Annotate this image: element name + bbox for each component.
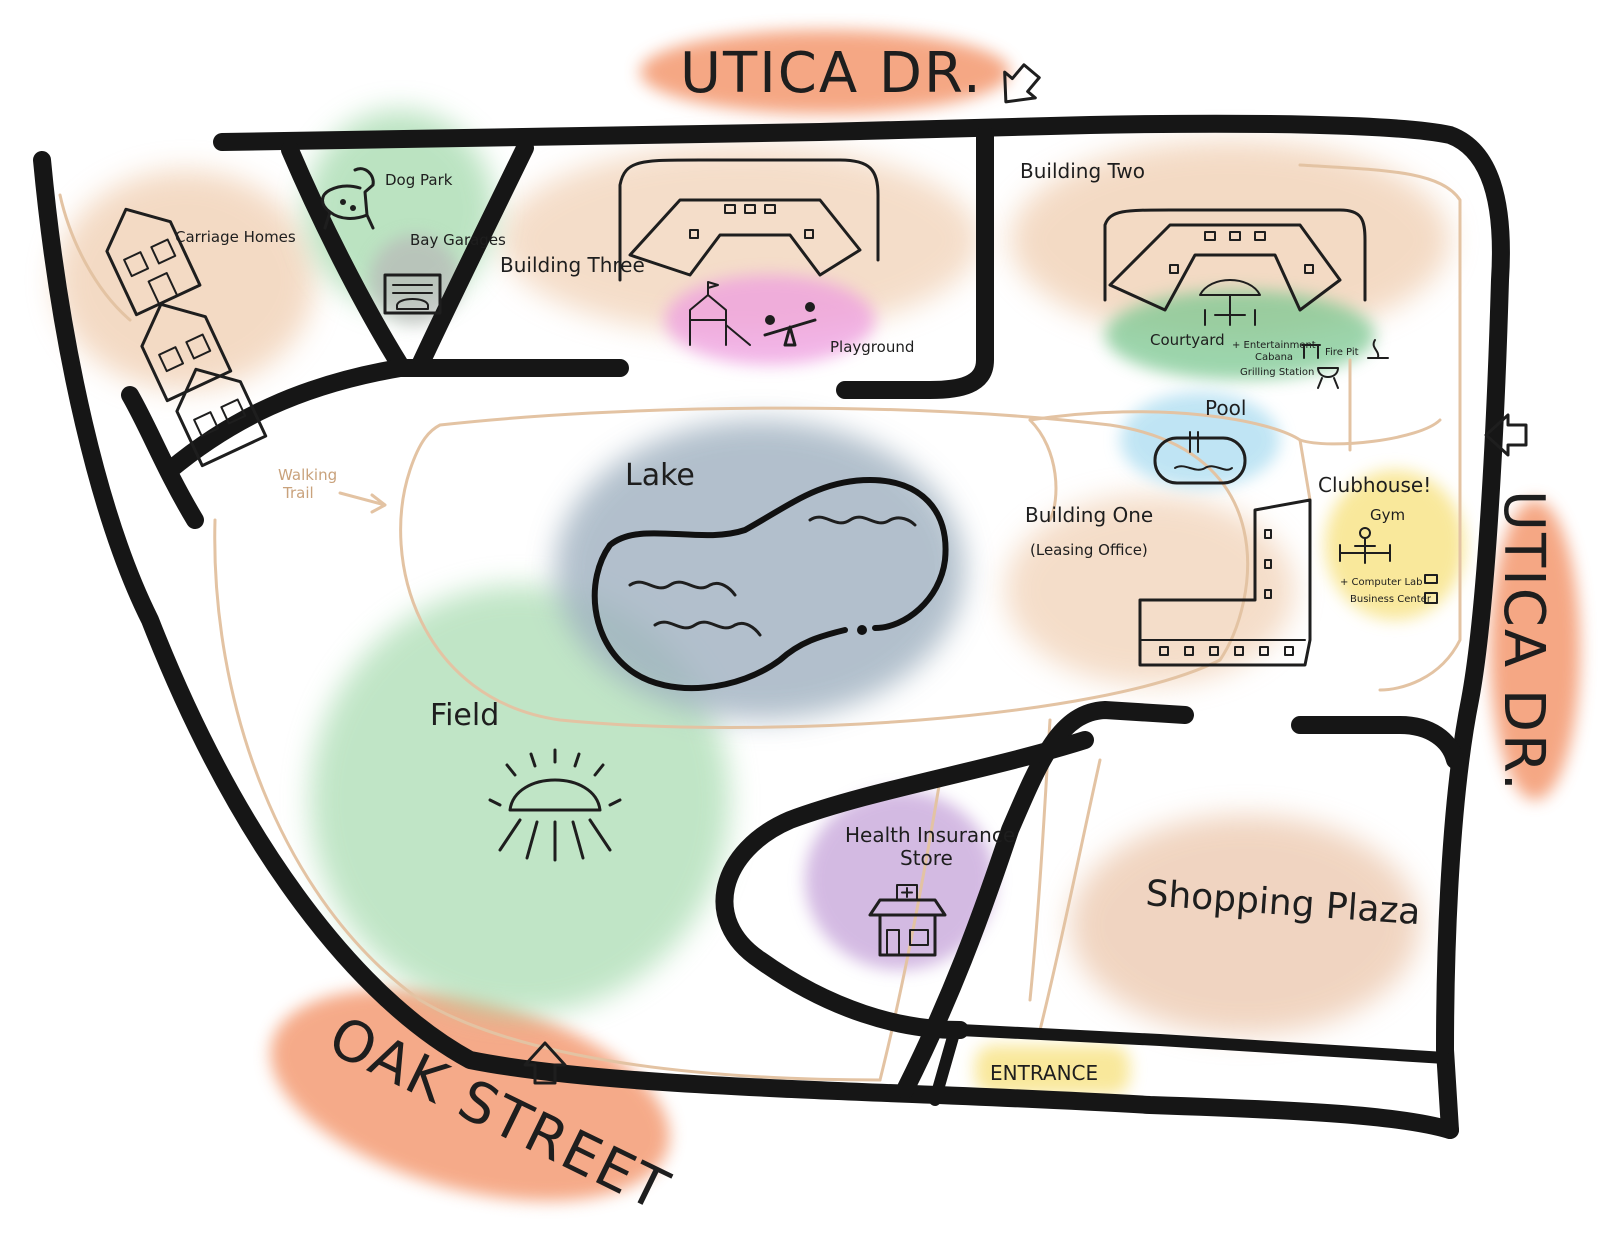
- entrance-wash: [975, 1045, 1130, 1095]
- lake-label: Lake: [625, 458, 695, 493]
- bay-garages-wash: [370, 235, 460, 325]
- walking-trail: [58, 163, 1462, 1082]
- leasing-office-label: (Leasing Office): [1030, 541, 1148, 559]
- clinic-wash: [805, 790, 995, 970]
- field-label: Field: [430, 698, 499, 733]
- computer-lab-label: + Computer Lab: [1340, 577, 1423, 588]
- building-windows: [1159, 529, 1294, 656]
- arrow-icon: [1484, 413, 1528, 457]
- building-two-label: Building Two: [1020, 159, 1145, 183]
- pool-label: Pool: [1205, 396, 1246, 420]
- bay-garages-label-1: Bay Garages: [410, 231, 506, 249]
- cabana-icon: [1301, 344, 1321, 359]
- gym-label: Gym: [1370, 506, 1405, 524]
- health-label-1: Health Insurance: [845, 823, 1015, 847]
- sun-icon: [488, 748, 622, 862]
- clubhouse-label: Clubhouse!: [1318, 473, 1431, 497]
- pool-icon: [1153, 431, 1247, 485]
- arrow-icon: [338, 491, 387, 514]
- briefcase-icon: [1424, 592, 1438, 604]
- cabana-label: Cabana: [1255, 352, 1293, 363]
- field-wash: [310, 585, 730, 1015]
- carriage-homes: Carriage Homes: [105, 207, 296, 468]
- laptop-icon: [1424, 574, 1438, 584]
- playground-label: Playground: [830, 338, 914, 356]
- garage-icon: [383, 273, 442, 315]
- gym-icon: [1339, 527, 1391, 564]
- building-one: Building One (Leasing Office): [1025, 498, 1312, 667]
- lake-wash: [555, 420, 965, 720]
- svg-text:Trail: Trail: [282, 484, 314, 502]
- grill-icon: [1317, 367, 1339, 389]
- seesaw-icon: [763, 302, 817, 347]
- svg-text:Walking: Walking: [278, 466, 337, 484]
- clinic-icon: [868, 884, 947, 957]
- shopping-plaza-wash: [1070, 815, 1420, 1035]
- field: Field: [430, 698, 622, 862]
- entertainment-label: + Entertainment: [1232, 340, 1316, 351]
- street-wash-top: [640, 30, 1010, 114]
- building-two: Building Two Courtyard + Entertainment C…: [1020, 159, 1389, 389]
- building-three: Building Three: [500, 158, 880, 282]
- street-utica-top: UTICA DR.: [680, 41, 983, 106]
- playground: Playground: [689, 281, 914, 356]
- walking-trail-label: Walking Trail: [278, 466, 387, 514]
- arrow-icon: [523, 1041, 567, 1085]
- courtyard-label: Courtyard: [1150, 331, 1225, 349]
- business-center-label: Business Center: [1350, 594, 1432, 605]
- street-utica-right: UTICA DR.: [1491, 490, 1556, 793]
- grilling-station-label: Grilling Station: [1240, 367, 1314, 378]
- dog-park-label: Dog Park: [385, 171, 453, 189]
- building-windows: [689, 204, 814, 239]
- street-wash-bottom: [270, 989, 670, 1201]
- umbrella-table-icon: [1199, 279, 1261, 326]
- playground-icon: [689, 281, 751, 346]
- building-three-label: Building Three: [500, 253, 645, 277]
- pool-wash: [1120, 392, 1280, 488]
- house-icon: [105, 207, 202, 317]
- fire-pit-label: Fire Pit: [1325, 347, 1359, 358]
- entrance-label[interactable]: ENTRANCE: [990, 1061, 1098, 1085]
- watercolor-washes: [55, 30, 1580, 1201]
- health-insurance-store: Health Insurance Store: [845, 823, 1015, 957]
- carriage-homes-label: Carriage Homes: [175, 228, 296, 246]
- street-wash-right: [1490, 500, 1580, 800]
- dog-icon: [321, 167, 375, 230]
- building-one-wash: [1005, 495, 1295, 685]
- house-icon: [140, 302, 233, 403]
- dog-park: Dog Park Bay Garages: [321, 167, 506, 315]
- pool: Pool: [1153, 396, 1247, 485]
- house-icon: [175, 367, 268, 468]
- health-label-2: Store: [900, 846, 953, 870]
- clubhouse: Clubhouse! Gym + Computer Lab Business C…: [1318, 473, 1438, 605]
- building-one-label: Building One: [1025, 503, 1153, 527]
- courtyard-wash: [1105, 290, 1375, 380]
- fire-pit-icon: [1367, 339, 1389, 359]
- lake: Lake: [591, 458, 949, 692]
- building-windows: [1169, 231, 1314, 274]
- arrow-icon: [1003, 63, 1041, 104]
